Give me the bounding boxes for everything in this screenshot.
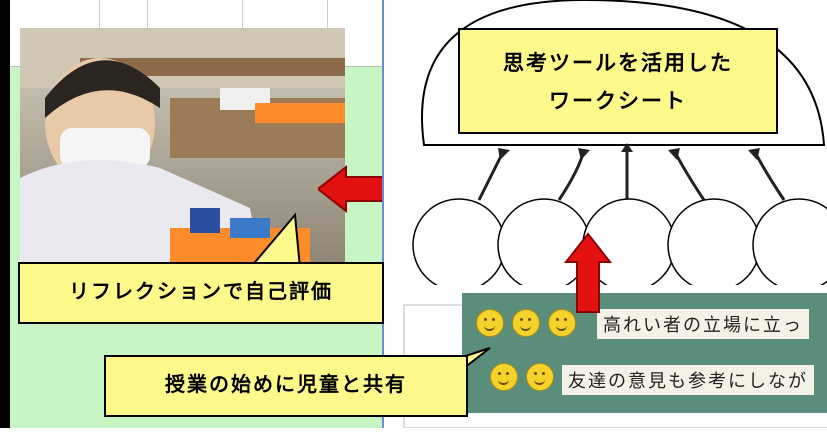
classroom-photo xyxy=(20,28,345,263)
smiley-icon xyxy=(476,309,504,337)
share-callout: 授業の始めに児童と共有 xyxy=(104,355,468,417)
thinking-tool-callout: 思考ツールを活用した ワークシート xyxy=(458,28,778,134)
left-frame-bar xyxy=(0,0,10,428)
smiley-icon xyxy=(526,363,554,391)
up-arrow-icon xyxy=(563,232,613,313)
blackboard-photo: 高れい者の立場に立っ 友達の意見も参考にしなが xyxy=(462,293,827,413)
callout-line-1: 思考ツールを活用した xyxy=(503,51,733,75)
reflection-callout: リフレクションで自己評価 xyxy=(18,262,384,324)
callout-line-2: ワークシート xyxy=(549,89,687,113)
smiley-icon xyxy=(512,309,540,337)
board-text-2: 友達の意見も参考にしなが xyxy=(562,365,814,395)
smiley-icon xyxy=(548,309,576,337)
board-text-1: 高れい者の立場に立っ xyxy=(597,309,809,339)
student-illustration xyxy=(20,28,345,263)
callout-tail xyxy=(247,212,302,269)
smiley-icon xyxy=(490,363,518,391)
